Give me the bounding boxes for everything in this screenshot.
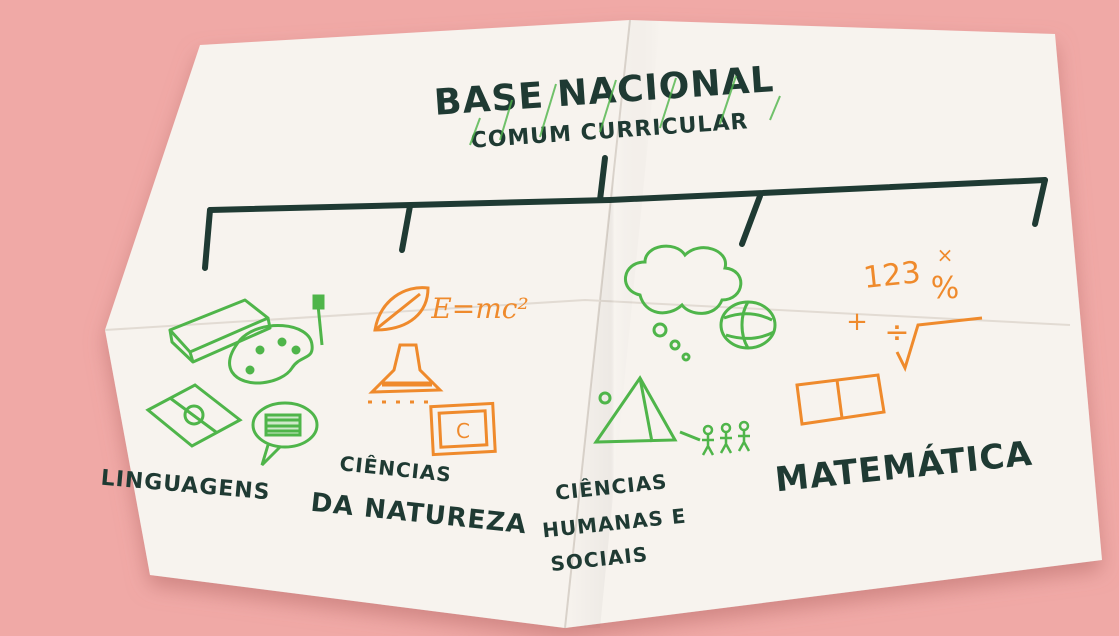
formula-text: E=mc²	[430, 292, 528, 325]
times-sign: ×	[937, 243, 954, 267]
title-highlight	[469, 75, 781, 146]
percent-sign: %	[931, 271, 960, 306]
plus-sign: +	[846, 307, 868, 337]
square-root-icon	[895, 316, 983, 373]
fraction-grid-icon	[795, 373, 886, 426]
paint-palette-icon	[228, 294, 325, 385]
soccer-field-icon	[145, 383, 243, 448]
tree-connector	[202, 155, 1048, 271]
book-icon	[168, 298, 272, 364]
carbon-symbol: C	[456, 419, 470, 443]
leaf-icon	[373, 286, 430, 332]
speech-bubble-flag-icon	[251, 401, 319, 467]
people-icon	[701, 420, 751, 456]
numbers-text: 123	[862, 255, 923, 296]
carbon-element-icon: C	[429, 401, 497, 457]
thought-cloud-icon	[623, 244, 743, 362]
globe-icon	[719, 300, 777, 350]
divide-sign: ÷	[884, 315, 909, 350]
flask-icon	[368, 343, 444, 404]
pyramid-icon	[593, 375, 701, 444]
